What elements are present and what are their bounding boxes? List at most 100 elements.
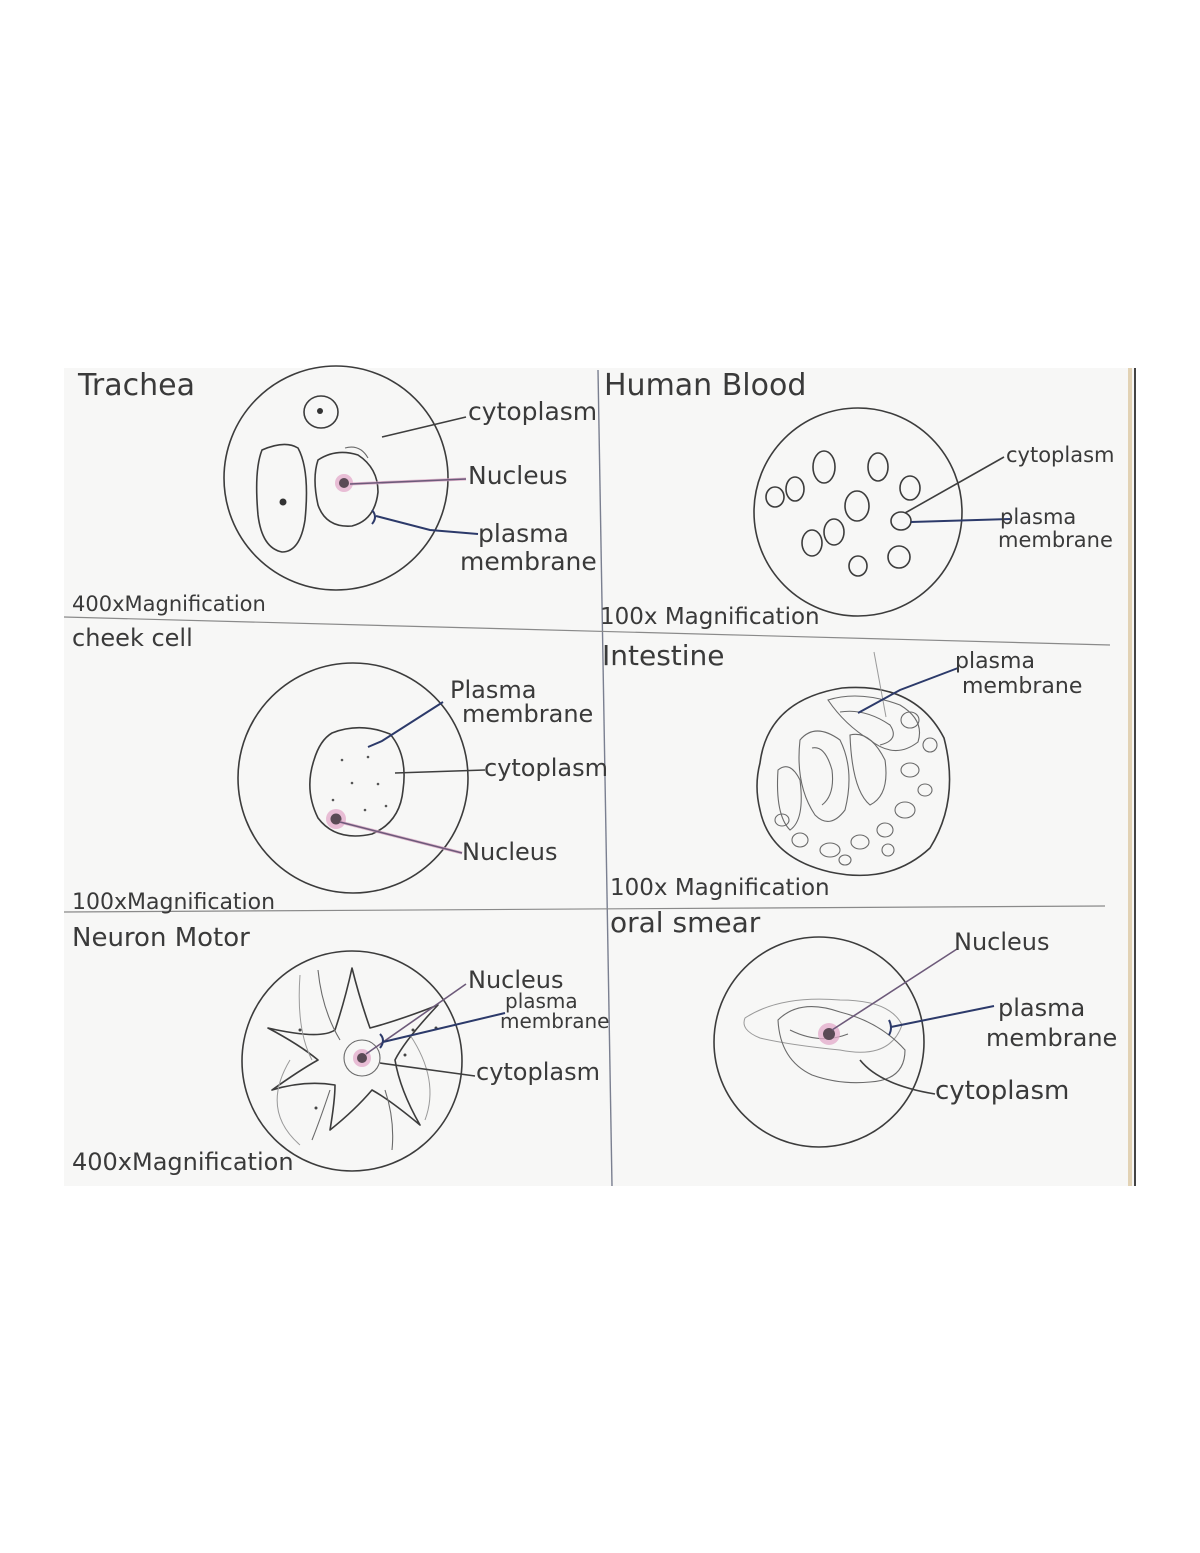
elongated-cell-nucleus — [279, 498, 287, 506]
panel-title: Human Blood — [604, 368, 806, 403]
squamous-cell — [777, 1006, 906, 1084]
granule — [411, 1028, 415, 1032]
granule — [403, 1053, 407, 1057]
grid-vertical-divider — [597, 369, 613, 1187]
cytoplasm-leader — [379, 1062, 476, 1077]
membrane-label-line1: plasma — [955, 649, 1035, 674]
panel-neuron-motor: Neuron Motor Nucleus plasma membrane cyt… — [72, 923, 609, 1176]
panel-title: Neuron Motor — [72, 923, 250, 953]
blood-cell — [785, 476, 805, 502]
blood-cell — [801, 529, 823, 557]
axon-fiber — [298, 974, 313, 1061]
villus — [839, 710, 894, 746]
cytoplasm-label: cytoplasm — [935, 1076, 1069, 1106]
cytoplasm-label: cytoplasm — [1006, 443, 1115, 467]
cytoplasm-label: cytoplasm — [468, 397, 597, 426]
nucleus — [339, 478, 349, 488]
field-of-view-circle — [753, 407, 963, 617]
membrane-label-line1: plasma — [505, 989, 578, 1013]
granule — [340, 758, 344, 762]
gland — [876, 822, 894, 838]
cytoplasm-leader — [859, 1059, 936, 1095]
membrane-leader — [371, 509, 479, 535]
membrane-label-line2: membrane — [986, 1024, 1117, 1052]
field-of-view-circle — [241, 950, 463, 1172]
magnification-label: 400xMagnification — [72, 592, 266, 616]
membrane-label-line1: plasma — [478, 519, 569, 548]
membrane-leader — [367, 701, 444, 748]
panel-trachea: Trachea cytoplasm Nucleus plasma membran… — [72, 365, 597, 616]
panel-title: oral smear — [610, 906, 761, 939]
villus — [798, 730, 850, 822]
gland — [791, 832, 809, 848]
membrane-leader — [379, 1012, 506, 1049]
panel-oral-smear: oral smear Nucleus plasma membrane cytop… — [610, 906, 1117, 1148]
membrane-leader — [910, 518, 1011, 523]
granule — [298, 1028, 302, 1032]
granule — [384, 804, 388, 808]
labeled-cell-outline — [314, 451, 379, 527]
grid-horizontal-divider-bottom — [63, 905, 1106, 913]
granule — [363, 808, 367, 812]
gland — [850, 834, 870, 850]
blood-cell — [867, 452, 889, 482]
field-of-view-circle — [237, 662, 469, 894]
granule — [331, 798, 335, 802]
gland — [894, 801, 916, 819]
villus — [777, 766, 802, 831]
granule — [350, 781, 354, 785]
gland — [774, 813, 790, 827]
elongated-cell — [255, 443, 308, 553]
cytoplasm-dots — [331, 755, 388, 812]
nucleus — [823, 1028, 835, 1040]
membrane-label-line2: membrane — [462, 700, 593, 728]
membrane-leader — [857, 667, 959, 714]
labeled-cell-inner — [344, 446, 369, 459]
nucleus-label: Nucleus — [468, 966, 564, 994]
villi-tissue — [774, 695, 938, 866]
nucleus-label: Nucleus — [954, 928, 1050, 956]
cytoplasm-label: cytoplasm — [476, 1058, 600, 1086]
blood-cell — [844, 490, 870, 522]
gland — [819, 842, 841, 858]
cell-body-outline — [343, 1039, 381, 1077]
panel-intestine: Intestine plasma membrane 100x Magnif — [602, 639, 1082, 901]
membrane-label-line1: plasma — [998, 994, 1085, 1022]
gland — [900, 762, 920, 778]
granule — [314, 1106, 318, 1110]
gland — [922, 737, 938, 753]
membrane-label-line1: plasma — [1000, 505, 1076, 529]
membrane-label-line1: Plasma — [450, 676, 536, 704]
field-of-view-outline — [756, 686, 951, 877]
squamous-cell-back — [743, 998, 903, 1053]
gland — [900, 711, 920, 729]
membrane-leader — [888, 1005, 995, 1036]
panel-cheek-cell: cheek cell Plasma membrane cytoplasm Nuc… — [72, 624, 608, 915]
magnification-label: 100xMagnification — [72, 890, 275, 915]
blood-cell — [887, 545, 911, 569]
small-cell — [303, 395, 339, 429]
membrane-label-line2: membrane — [998, 528, 1113, 552]
cytoplasm-leader — [381, 416, 467, 438]
gland — [881, 843, 895, 857]
cytoplasm-leader — [904, 456, 1005, 514]
neuron-body — [267, 967, 439, 1131]
panel-human-blood: Human Blood cytoplasm plasma membrane 10… — [600, 368, 1115, 630]
villus — [827, 695, 921, 752]
blood-cell — [848, 555, 868, 577]
axon-fiber — [276, 1059, 301, 1146]
axon-fiber — [384, 1089, 394, 1151]
cheek-cell-outline — [309, 726, 405, 837]
membrane-leader-faint — [873, 651, 887, 718]
nucleus — [330, 813, 342, 825]
membrane-label-line2: membrane — [500, 1009, 609, 1033]
neuron-cell — [267, 967, 439, 1151]
axon-fiber — [317, 969, 341, 1041]
granule — [376, 782, 380, 786]
gland — [917, 783, 933, 797]
cytoplasm-leader — [394, 769, 486, 774]
field-of-view-circle — [223, 365, 449, 591]
villus — [811, 747, 834, 806]
small-cell-nucleus — [317, 408, 323, 414]
